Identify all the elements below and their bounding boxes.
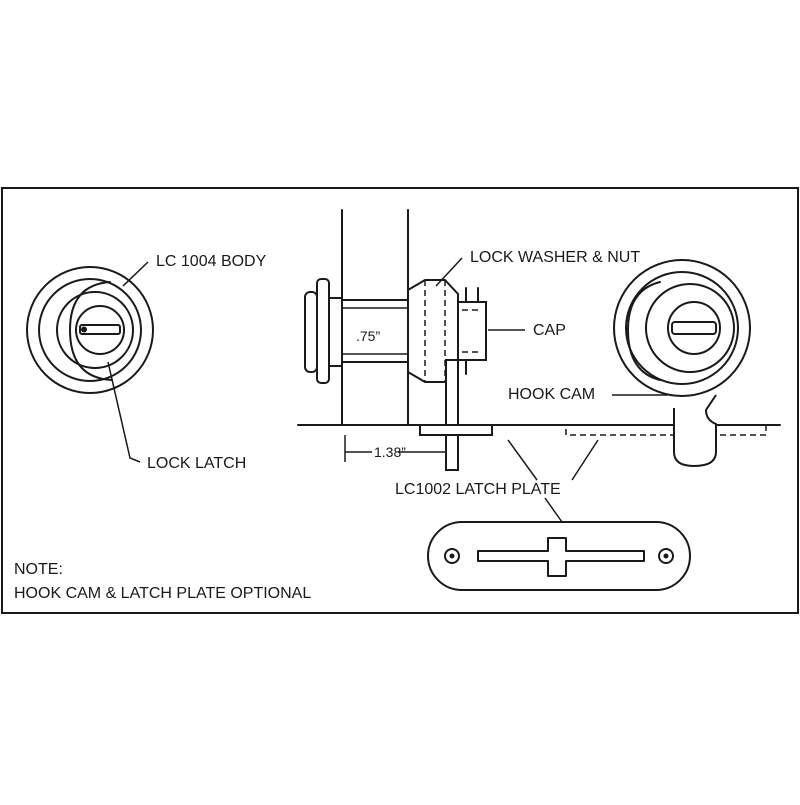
- leader-latch-plate-b: [571, 439, 599, 481]
- leader-latch-plate-c: [544, 497, 563, 523]
- leader-latch-plate-a: [507, 439, 538, 481]
- lock-front-view: [26, 266, 154, 394]
- label-body: LC 1004 BODY: [156, 253, 267, 270]
- dim-offset-line: [344, 435, 446, 462]
- note-text: HOOK CAM & LATCH PLATE OPTIONAL: [14, 585, 311, 602]
- lock-rear-view: [613, 259, 751, 468]
- dim-offset: 1.38”: [374, 444, 406, 460]
- dim-diameter: .75”: [356, 328, 380, 344]
- label-cap: CAP: [533, 322, 566, 339]
- note-title: NOTE:: [14, 561, 63, 578]
- label-lock-washer-nut: LOCK WASHER & NUT: [470, 249, 640, 266]
- label-hook-cam: HOOK CAM: [508, 386, 595, 403]
- leader-body: [122, 261, 149, 287]
- leader-lock-latch: [107, 361, 141, 463]
- leader-washer-nut: [435, 257, 463, 287]
- label-lock-latch: LOCK LATCH: [147, 455, 246, 472]
- label-latch-plate: LC1002 LATCH PLATE: [395, 481, 561, 498]
- latch-plate: [427, 521, 691, 591]
- lock-side-view: [297, 209, 781, 471]
